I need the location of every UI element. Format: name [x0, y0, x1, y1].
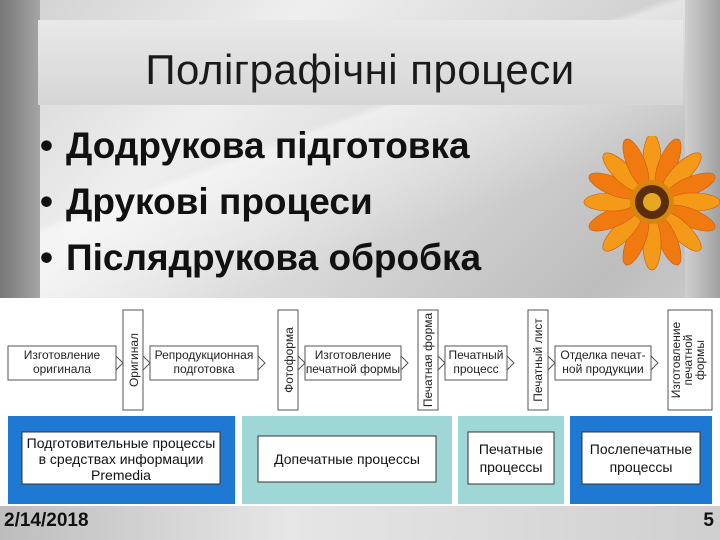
stage-label: в средствах информации — [39, 451, 204, 467]
process-box-label: Отделка печат- — [560, 348, 645, 362]
process-box-label: Изготовление — [315, 348, 392, 362]
arrow-right-icon — [506, 354, 515, 372]
stage-box — [21, 431, 221, 485]
vertical-label: печатной — [681, 335, 695, 386]
bullet-dot-icon: • — [40, 237, 53, 278]
stage-label: процессы — [610, 459, 673, 475]
stage-label: Печатные — [479, 441, 543, 457]
flower-image — [583, 136, 720, 271]
stage-box — [581, 431, 701, 485]
process-box-label: процесс — [453, 362, 498, 376]
stage-row: Подготовительные процессы в средствах ин… — [8, 416, 712, 504]
process-box — [7, 345, 117, 381]
process-box-label: Печатный — [448, 348, 503, 362]
process-box — [554, 345, 652, 381]
process-box — [444, 345, 508, 381]
process-box-label: печатной формы — [306, 362, 400, 376]
bullet-dot-icon: • — [40, 125, 53, 166]
process-box-label: Репродукционная — [155, 348, 254, 362]
arrow-right-icon — [437, 354, 446, 372]
arrow-right-icon — [297, 354, 306, 372]
bullet-text: Додрукова підготовка — [66, 125, 470, 166]
vertical-label: Печатный лист — [531, 318, 545, 402]
vertical-label: Печатная форма — [421, 313, 435, 408]
process-box — [149, 345, 259, 381]
stage-label: Подготовительные процессы — [27, 435, 216, 451]
arrow-right-icon — [142, 354, 151, 372]
process-box-label: Изготовление — [24, 348, 101, 362]
stage-label: Допечатные процессы — [274, 451, 420, 467]
vertical-label: Оригинал — [127, 333, 141, 387]
arrow-right-icon — [547, 354, 556, 372]
bullet-item: • Додрукова підготовка — [40, 118, 481, 174]
bullet-list: • Додрукова підготовка • Друкові процеси •… — [40, 118, 481, 286]
vertical-label: Фотоформа — [282, 327, 296, 393]
bullet-item: • Післядрукова обробка — [40, 230, 481, 286]
stage-label: Premedia — [91, 467, 151, 483]
process-box-label: ной продукции — [562, 362, 643, 376]
footer-bar — [0, 506, 720, 540]
vertical-label: формы — [693, 340, 707, 380]
stage-label: Послепечатные — [590, 441, 693, 457]
process-row: Изготовление оригинала Оригинал Репродук… — [7, 309, 713, 411]
arrow-right-icon — [400, 354, 409, 372]
stage-box — [467, 431, 555, 485]
arrow-right-icon — [257, 354, 266, 372]
arrow-right-icon — [650, 354, 659, 372]
slide-title: Поліграфічні процеси — [145, 46, 575, 93]
vertical-label-box — [667, 309, 713, 411]
arrow-right-icon — [115, 354, 124, 372]
bullet-dot-icon: • — [40, 181, 53, 222]
stage-label: процессы — [480, 459, 543, 475]
bullet-text: Післядрукова обробка — [66, 237, 482, 278]
vertical-label: Изготовление — [669, 321, 683, 398]
process-box — [304, 345, 402, 381]
title-panel — [38, 20, 683, 105]
stage-box — [257, 435, 437, 483]
process-diagram: Изготовление оригинала Оригинал Репродук… — [0, 298, 720, 508]
bullet-item: • Друкові процеси — [40, 174, 481, 230]
process-box-label: оригинала — [33, 362, 91, 376]
process-box-label: подготовка — [173, 362, 234, 376]
bullet-text: Друкові процеси — [66, 181, 373, 222]
slide-date: 2/14/2018 — [4, 510, 89, 531]
slide-number: 5 — [703, 510, 714, 531]
